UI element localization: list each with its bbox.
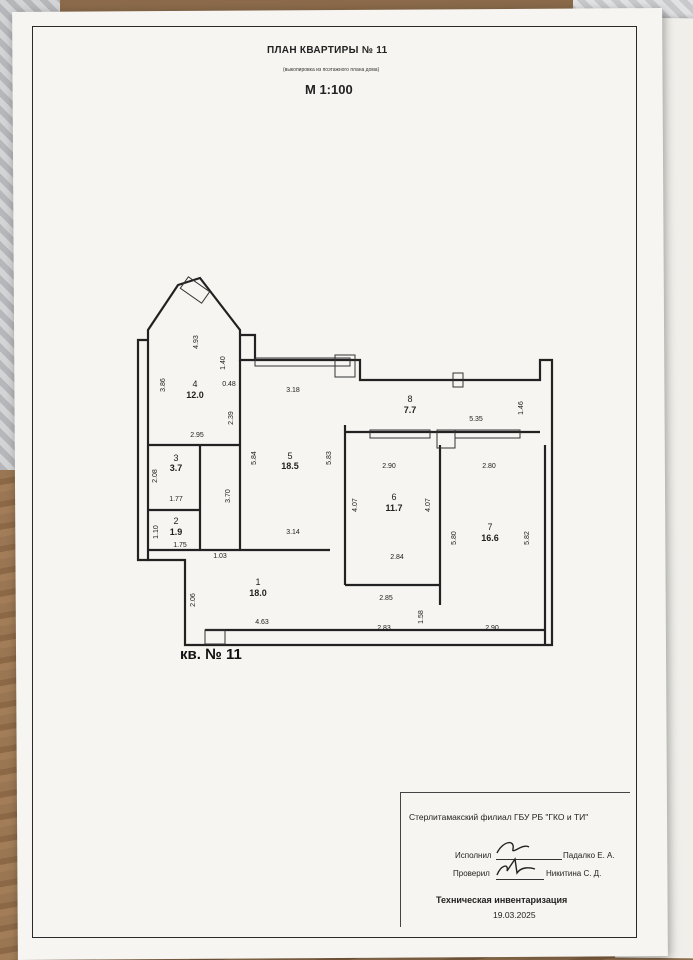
dimension: 2.08 <box>152 469 159 483</box>
plan-windows <box>179 276 521 645</box>
dimension-labels: 4.93 1.40 3.86 0.48 2.39 2.95 3.18 5.84 … <box>152 335 531 632</box>
dimension: 3.18 <box>286 387 300 394</box>
plan-walls <box>136 276 554 647</box>
dimension: 2.90 <box>485 625 499 632</box>
bay-wall-left <box>136 338 148 562</box>
dimension: 2.06 <box>190 593 197 607</box>
dimension: 1.75 <box>173 542 187 549</box>
room-1-area: 18.0 <box>249 588 267 598</box>
dimension: 3.70 <box>225 489 232 503</box>
room-labels: 4 12.0 3 3.7 2 1.9 5 18.5 8 7.7 6 11.7 7… <box>170 379 499 598</box>
dimension: 0.48 <box>222 381 236 388</box>
executed-name: Падалко Е. А. <box>563 851 615 860</box>
dimension: 5.80 <box>451 531 458 545</box>
room-4-number: 4 <box>192 379 197 389</box>
dimension: 1.58 <box>418 610 425 624</box>
signature-executed <box>496 842 530 854</box>
dimension: 2.85 <box>379 595 393 602</box>
plan-subtitle: (выкопировка из поэтажного плана дома) <box>283 67 380 73</box>
dimension: 2.90 <box>382 463 396 470</box>
dimension: 1.10 <box>153 525 160 539</box>
organization-name: Стерлитамакский филиал ГБУ РБ "ГКО и ТИ" <box>409 812 589 822</box>
room-8-area: 7.7 <box>404 405 417 415</box>
signature-line <box>496 879 544 880</box>
signature-checked <box>496 857 536 876</box>
dimension: 3.86 <box>160 378 167 392</box>
bay-wall-right <box>240 333 257 360</box>
dimension: 2.83 <box>377 625 391 632</box>
dimension: 2.84 <box>390 554 404 561</box>
room-7-number: 7 <box>487 522 492 532</box>
dimension: 1.40 <box>220 356 227 370</box>
dimension: 4.93 <box>193 335 200 349</box>
room-5-area: 18.5 <box>281 461 299 471</box>
plan-title: ПЛАН КВАРТИРЫ № 11 <box>267 45 388 56</box>
room-3-area: 3.7 <box>170 463 183 473</box>
dimension: 2.95 <box>190 432 204 439</box>
drawing-frame <box>32 26 637 938</box>
dimension: 3.14 <box>286 529 300 536</box>
room-7-area: 16.6 <box>481 533 499 543</box>
dimension: 1.03 <box>213 553 227 560</box>
room-1-number: 1 <box>255 577 260 587</box>
dimension: 2.80 <box>482 463 496 470</box>
dimension: 4.63 <box>255 619 269 626</box>
room-6-number: 6 <box>391 492 396 502</box>
dimension: 2.39 <box>228 411 235 425</box>
dimension: 4.07 <box>352 498 359 512</box>
dimension: 1.77 <box>169 496 183 503</box>
inventory-label: Техническая инвентаризация <box>436 895 568 905</box>
room-2-area: 1.9 <box>170 527 183 537</box>
inventory-date: 19.03.2025 <box>493 910 536 920</box>
dimension: 5.35 <box>469 416 483 423</box>
dimension: 5.84 <box>251 451 258 465</box>
room-4-area: 12.0 <box>186 390 204 400</box>
room-5-number: 5 <box>287 451 292 461</box>
executed-label: Исполнил <box>455 851 492 860</box>
signature-line <box>496 859 562 860</box>
outer-wall <box>146 276 554 647</box>
dimension: 5.83 <box>326 451 333 465</box>
plan-scale: М 1:100 <box>305 82 353 97</box>
title-block-stamp: Стерлитамакский филиал ГБУ РБ "ГКО и ТИ"… <box>400 792 630 927</box>
dimension: 4.07 <box>425 498 432 512</box>
apartment-label: кв. № 11 <box>180 646 242 663</box>
checked-name: Никитина С. Д. <box>546 869 602 878</box>
room-3-number: 3 <box>173 453 178 463</box>
room-2-number: 2 <box>173 516 178 526</box>
checked-label: Проверил <box>453 869 490 878</box>
room-8-number: 8 <box>407 394 412 404</box>
dimension: 1.46 <box>518 401 525 415</box>
dimension: 5.82 <box>524 531 531 545</box>
room-6-area: 11.7 <box>385 503 402 513</box>
